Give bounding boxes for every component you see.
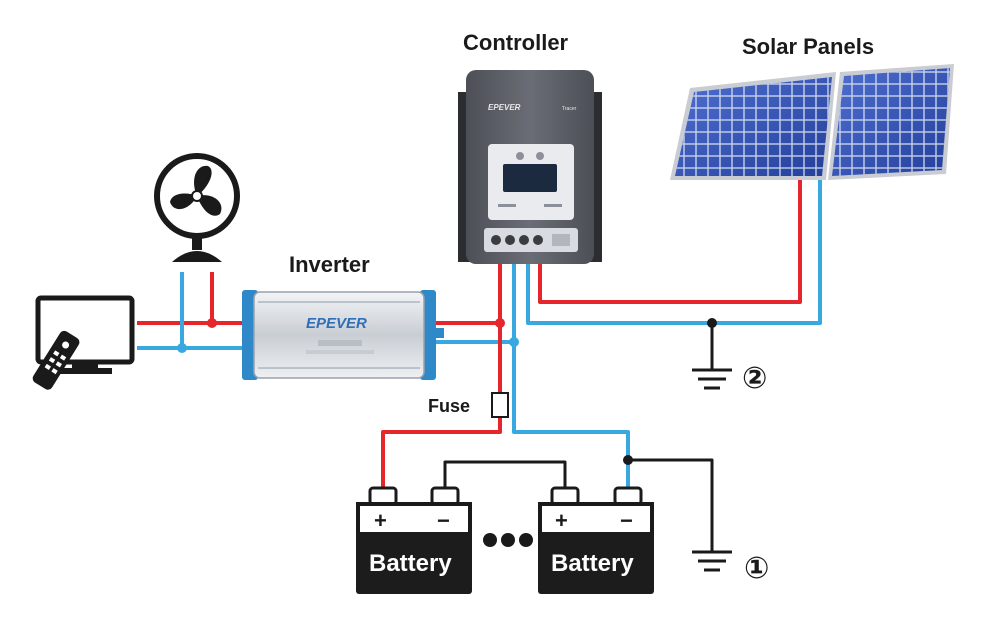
- battery-terminal-negative: [613, 486, 643, 506]
- ground-icon: [692, 550, 732, 572]
- wiring: [137, 180, 822, 552]
- remote-icon: [32, 330, 80, 390]
- junction-dots: [177, 318, 717, 465]
- inverter-logo: EPEVER: [306, 315, 367, 332]
- controller-label: Controller: [463, 30, 569, 55]
- battery-right: + − Battery: [538, 486, 654, 594]
- pv-blue-wire: [526, 180, 822, 325]
- junction-dot: [623, 455, 633, 465]
- battery-terminal-negative: [430, 486, 460, 506]
- junction-dot: [509, 337, 519, 347]
- junction-dot: [495, 318, 505, 328]
- fuse-red-wire: [381, 416, 502, 490]
- battery-label: Battery: [369, 550, 452, 577]
- battery-terminal-positive: [550, 486, 580, 506]
- fuse-body: [491, 392, 509, 418]
- battery-body: [538, 532, 654, 594]
- junction-dot: [207, 318, 217, 328]
- battery-minus: −: [437, 508, 450, 533]
- solar-panels: Solar Panels: [670, 34, 954, 180]
- battery-lid: [356, 502, 472, 536]
- ground-icon: [692, 368, 732, 390]
- fuse: Fuse: [428, 392, 509, 418]
- ground-2-number: ②: [742, 362, 767, 395]
- controller: Controller EPEVER Tracer: [458, 30, 602, 264]
- junction-dot: [707, 318, 717, 328]
- fuse-label: Fuse: [428, 396, 470, 416]
- controller-bat-blue-wire: [512, 258, 630, 490]
- battery-plus: +: [555, 508, 568, 533]
- ground-2: ②: [692, 362, 767, 395]
- solar-panels-label: Solar Panels: [742, 34, 874, 59]
- ground-1: ①: [692, 550, 769, 585]
- junction-dot: [177, 343, 187, 353]
- ground-1-number: ①: [744, 552, 769, 585]
- inverter: Inverter EPEVER: [242, 252, 444, 380]
- ground1-wire: [628, 458, 714, 552]
- inverter-label: Inverter: [289, 252, 370, 277]
- svg-text:Tracer: Tracer: [562, 106, 577, 112]
- battery-minus: −: [620, 508, 633, 533]
- battery-plus: +: [374, 508, 387, 533]
- battery-label: Battery: [551, 550, 634, 577]
- inverter-body: [253, 291, 425, 379]
- battery-left: + − Battery: [356, 486, 472, 594]
- controller-display: [503, 164, 557, 192]
- battery-body: [356, 532, 472, 594]
- controller-logo: EPEVER: [488, 103, 521, 112]
- solar-panel: [828, 64, 954, 180]
- fan-icon: [154, 153, 240, 262]
- ellipsis-dots: [483, 533, 533, 547]
- pv-red-wire: [538, 180, 802, 304]
- battery-link-wire: [443, 460, 567, 490]
- battery-terminal-positive: [368, 486, 398, 506]
- solar-panel: [670, 72, 836, 180]
